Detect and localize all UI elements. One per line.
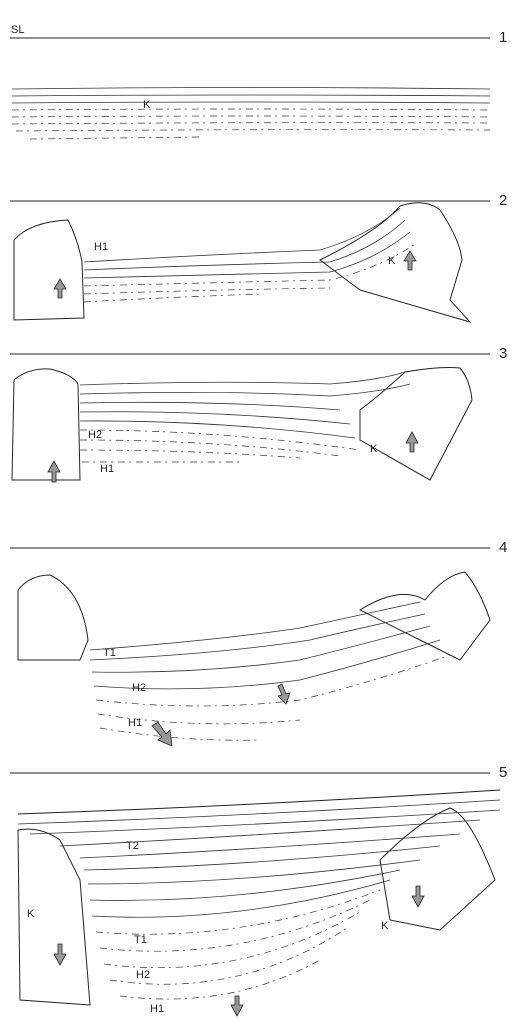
stage-5-unit-k-left: K [27,908,35,920]
stage-2-panel: 2 H1 K [10,192,507,322]
stage-4-unit-t1: T1 [103,647,116,659]
stage-5-unit-t1: T1 [134,934,147,946]
stage-3-unit-k: K [370,443,378,455]
stage-5-subsidence-arrow-left [54,944,66,965]
sea-level-label: SL [11,24,24,36]
stage-5-right-basement [380,808,495,930]
stage-2-unit-k: K [388,255,396,267]
stage-3-right-basement [360,368,472,481]
stage-1-unit-k: K [143,99,151,111]
stage-4-strata [90,602,450,740]
stage-1-strata [12,88,490,140]
stage-5-unit-k-right: K [381,920,389,932]
stage-2-uplift-arrow-left [54,279,66,298]
stage-5-panel: 5 T2 K T1 K H2 H1 [10,764,507,1016]
stage-4-left-basement [18,575,88,660]
stage-3-number: 3 [499,345,507,362]
stage-5-subsidence-arrow-right [412,886,424,907]
stage-4-number: 4 [499,539,507,556]
stage-3-panel: 3 H2 H1 K [10,345,507,482]
stage-4-right-basement [360,572,490,660]
stage-4-subsidence-arrow-large [152,722,172,746]
stage-4-panel: 4 T1 H2 H1 [10,539,507,746]
stage-3-left-basement [12,369,80,480]
stage-5-unit-h1: H1 [150,1003,164,1015]
stage-2-left-basement [14,220,84,320]
stage-5-strata [18,800,500,999]
stage-5-sea-floor [18,790,500,814]
stage-5-unit-h2: H2 [136,969,150,981]
stage-3-uplift-arrow-left [48,461,60,482]
stage-4-unit-h1: H1 [128,717,142,729]
stage-2-number: 2 [499,192,507,209]
stage-3-uplift-arrow-right [406,432,418,452]
stage-5-subsidence-arrow-bottom [231,996,243,1016]
stage-1-panel: SL 1 K [10,24,507,139]
stage-5-number: 5 [499,764,507,781]
stage-1-number: 1 [499,29,507,46]
stage-2-strata [84,208,415,302]
stage-3-unit-h2: H2 [88,429,102,441]
stage-4-unit-h2: H2 [132,682,146,694]
stage-2-unit-h1: H1 [94,241,108,253]
stage-3-unit-h1: H1 [100,463,114,475]
stage-5-unit-t2: T2 [126,840,139,852]
stage-2-uplift-arrow-right [404,251,416,270]
